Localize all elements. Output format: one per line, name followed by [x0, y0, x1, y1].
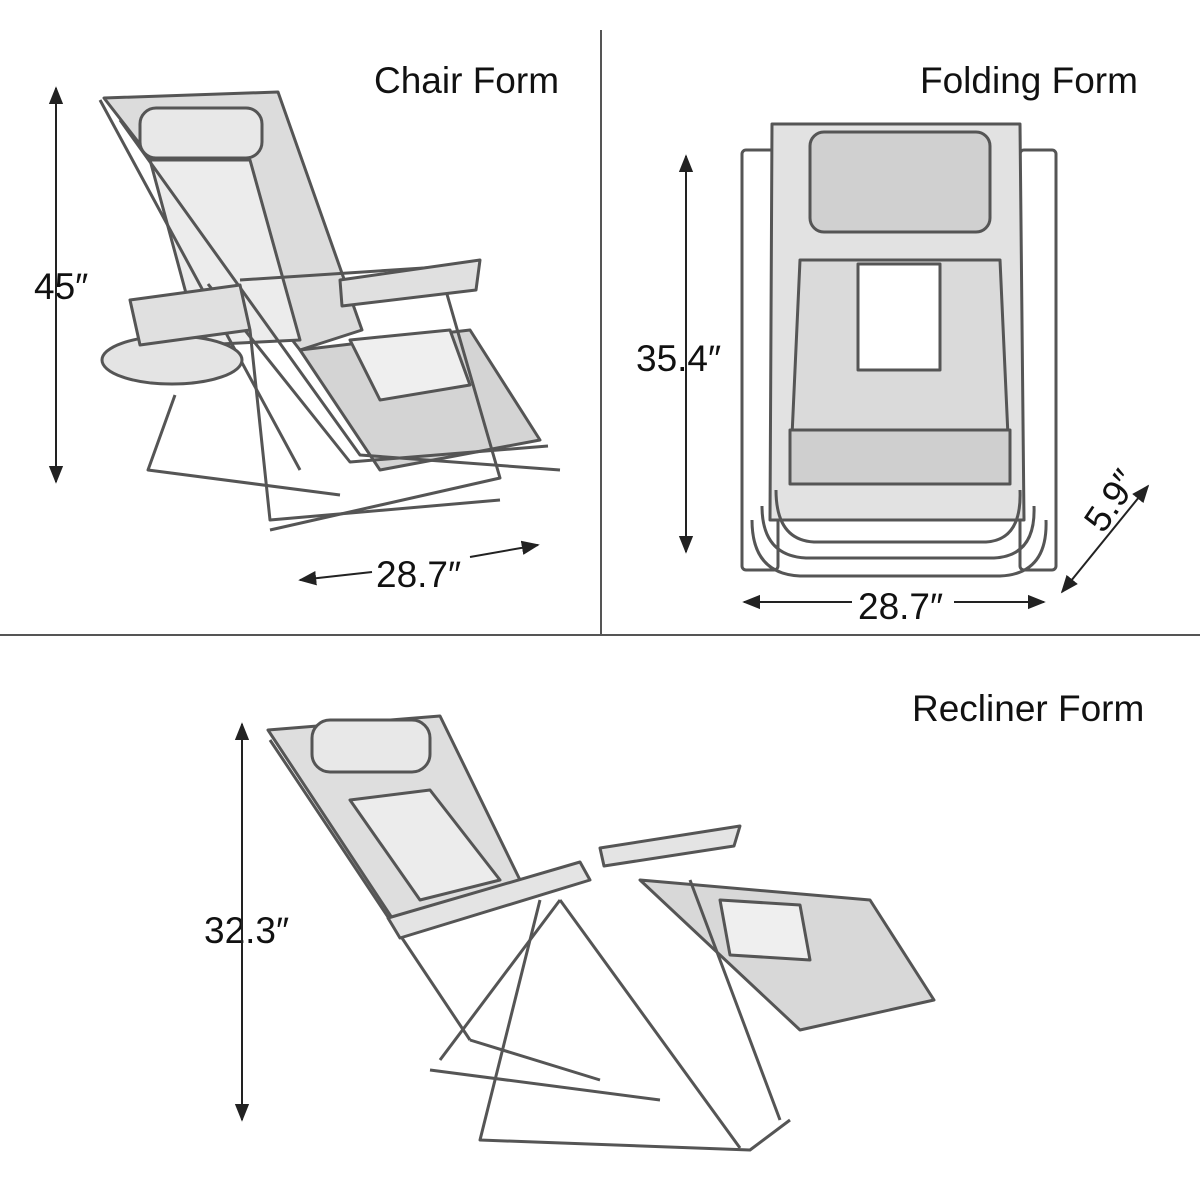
- chair-form-title: Chair Form: [374, 60, 560, 101]
- chair-width-label: 28.7″: [376, 554, 462, 595]
- folding-form-illustration: [740, 122, 1058, 578]
- recliner-form-illustration: [266, 714, 936, 1152]
- folding-form-title: Folding Form: [920, 60, 1138, 101]
- chair-width-arrow-right: [469, 540, 540, 558]
- folding-width-label: 28.7″: [858, 586, 944, 627]
- vertical-divider: [600, 30, 602, 635]
- chair-width-arrow-left: [298, 571, 373, 586]
- recliner-form-title: Recliner Form: [912, 688, 1145, 729]
- horizontal-divider: [0, 634, 1200, 636]
- chair-form-illustration: [98, 90, 561, 532]
- folding-height-label: 35.4″: [636, 338, 722, 379]
- folding-depth-arrow: [1060, 484, 1150, 594]
